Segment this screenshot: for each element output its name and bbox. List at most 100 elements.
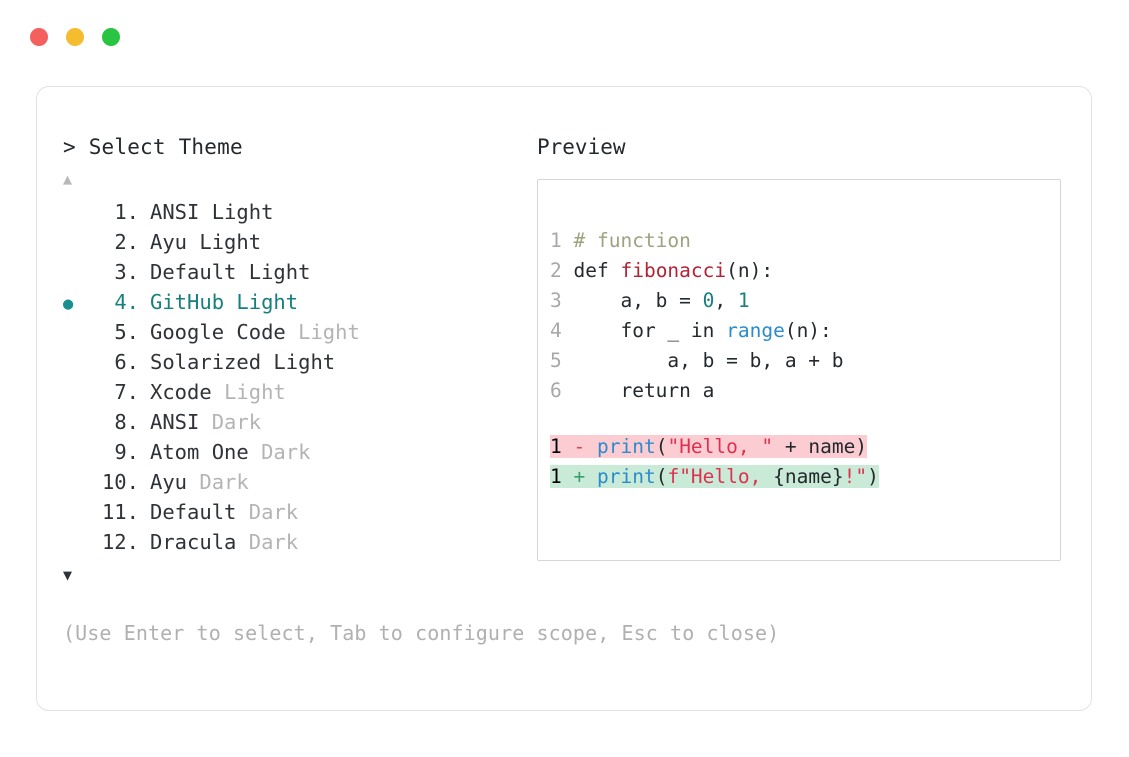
code-token: (	[655, 435, 668, 458]
theme-item-label: Xcode Light	[150, 380, 286, 404]
diff-minus-sign: -	[573, 435, 586, 458]
line-number: 1	[550, 435, 562, 458]
theme-item-label: Atom One Dark	[150, 440, 311, 464]
theme-item-number: 11.	[101, 500, 139, 524]
theme-picker-card: > Select Theme ▲ 1.ANSI Light 2.Ayu Ligh…	[36, 86, 1092, 711]
code-token: )	[867, 465, 879, 488]
theme-item-number: 10.	[101, 470, 139, 494]
bullet-placeholder	[63, 469, 93, 499]
minimize-window-button[interactable]	[66, 28, 84, 46]
code-token: 1	[737, 289, 750, 312]
theme-item-number: 1.	[114, 200, 139, 224]
line-number: 3	[550, 289, 562, 312]
theme-item-variant: Dark	[199, 470, 249, 494]
theme-list-item[interactable]: 9. Atom One Dark	[63, 437, 513, 467]
theme-item-variant: Light	[248, 260, 311, 284]
theme-item-variant: Dark	[248, 500, 299, 524]
line-number: 6	[550, 379, 562, 402]
theme-item-number: 9.	[114, 440, 139, 464]
theme-list-item[interactable]: 6. Solarized Light	[63, 347, 513, 377]
theme-list-item[interactable]: 1. ANSI Light	[63, 197, 513, 227]
theme-item-variant: Dark	[261, 440, 311, 464]
theme-item-number: 2.	[114, 230, 139, 254]
diff-removed-line: 1 - print("Hello, " + name)	[550, 432, 1060, 462]
theme-selector-panel: > Select Theme ▲ 1.ANSI Light 2.Ayu Ligh…	[63, 133, 513, 585]
code-sample: 1 # function 2 def fibonacci(n):3 a, b = …	[538, 180, 1060, 492]
theme-item-label: Ayu Dark	[150, 470, 249, 494]
scroll-down-icon[interactable]: ▼	[63, 566, 73, 584]
bullet-placeholder	[63, 379, 93, 409]
code-token: fibonacci	[620, 259, 727, 282]
code-token: range	[726, 319, 785, 342]
theme-item-label: ANSI Dark	[150, 410, 262, 434]
code-line: 4 for _ in range(n):	[550, 316, 1060, 346]
bullet-placeholder	[63, 229, 93, 259]
diff-plus-sign: +	[573, 465, 586, 488]
bullet-placeholder	[63, 439, 93, 469]
theme-list-item[interactable]: 5.Google Code Light	[63, 317, 513, 347]
theme-item-label: Default Light	[150, 260, 311, 284]
theme-list-item[interactable]: 3. Default Light	[63, 257, 513, 287]
theme-list-item[interactable]: 11. Default Dark	[63, 497, 513, 527]
code-token: (n):	[784, 319, 832, 342]
bullet-placeholder	[63, 409, 93, 439]
theme-list-item[interactable]: ●4.GitHub Light	[63, 287, 513, 317]
theme-item-variant: Dark	[248, 530, 299, 554]
theme-item-label: Ayu Light	[150, 230, 262, 254]
theme-item-variant: Light	[199, 230, 262, 254]
line-number: 5	[550, 349, 562, 372]
theme-item-label: ANSI Light	[150, 200, 274, 224]
code-token: ,	[714, 289, 738, 312]
theme-item-number: 6.	[114, 350, 139, 374]
theme-item-label: Default Dark	[150, 500, 299, 524]
line-number: 1	[550, 229, 562, 252]
code-token: print	[597, 465, 656, 488]
bullet-placeholder	[63, 499, 93, 529]
code-token: !"	[843, 465, 868, 488]
code-line: 2 def fibonacci(n):	[550, 256, 1060, 286]
code-token: a, b =	[573, 289, 703, 312]
bullet-placeholder	[63, 259, 93, 289]
code-token: def	[573, 259, 621, 282]
preview-title: Preview	[537, 135, 626, 159]
code-token: + name)	[773, 435, 868, 458]
theme-list[interactable]: 1. ANSI Light 2. Ayu Light 3. Default Light…	[63, 197, 513, 557]
theme-list-item[interactable]: 12. Dracula Dark	[63, 527, 513, 557]
bullet-placeholder	[63, 199, 93, 229]
line-number: 1	[550, 465, 562, 488]
theme-list-item[interactable]: 8. ANSI Dark	[63, 407, 513, 437]
theme-item-number: 8.	[114, 410, 139, 434]
code-token: print	[597, 435, 656, 458]
theme-item-number: 7.	[114, 380, 139, 404]
theme-item-variant: Light	[236, 290, 299, 314]
close-window-button[interactable]	[30, 28, 48, 46]
theme-item-variant: Light	[211, 200, 274, 224]
bullet-placeholder	[63, 529, 93, 559]
code-line: 5 a, b = b, a + b	[550, 346, 1060, 376]
theme-item-number: 12.	[101, 530, 139, 554]
theme-item-number: 5.	[114, 320, 139, 344]
theme-item-variant: Light	[224, 380, 286, 404]
theme-list-item[interactable]: 10. Ayu Dark	[63, 467, 513, 497]
scroll-up-icon[interactable]: ▲	[63, 170, 73, 188]
code-token: for _ in	[573, 319, 727, 342]
theme-item-number: 3.	[114, 260, 139, 284]
keyboard-hint: (Use Enter to select, Tab to configure s…	[63, 621, 780, 645]
maximize-window-button[interactable]	[102, 28, 120, 46]
theme-item-number: 4.	[114, 290, 139, 314]
line-number: 4	[550, 319, 562, 342]
code-line: 3 a, b = 0, 1	[550, 286, 1060, 316]
preview-box: 1 # function 2 def fibonacci(n):3 a, b = …	[537, 179, 1061, 561]
theme-item-label: GitHub Light	[150, 290, 299, 314]
code-token: 0	[702, 289, 715, 312]
theme-item-label: Dracula Dark	[150, 530, 299, 554]
code-token: # function	[573, 229, 691, 252]
bullet-placeholder	[63, 319, 93, 349]
page-title: Select Theme	[88, 135, 243, 159]
window-traffic-lights	[30, 28, 120, 46]
theme-list-item[interactable]: 2. Ayu Light	[63, 227, 513, 257]
theme-item-label: Solarized Light	[150, 350, 336, 374]
theme-item-variant: Dark	[211, 410, 262, 434]
theme-list-item[interactable]: 7. Xcode Light	[63, 377, 513, 407]
